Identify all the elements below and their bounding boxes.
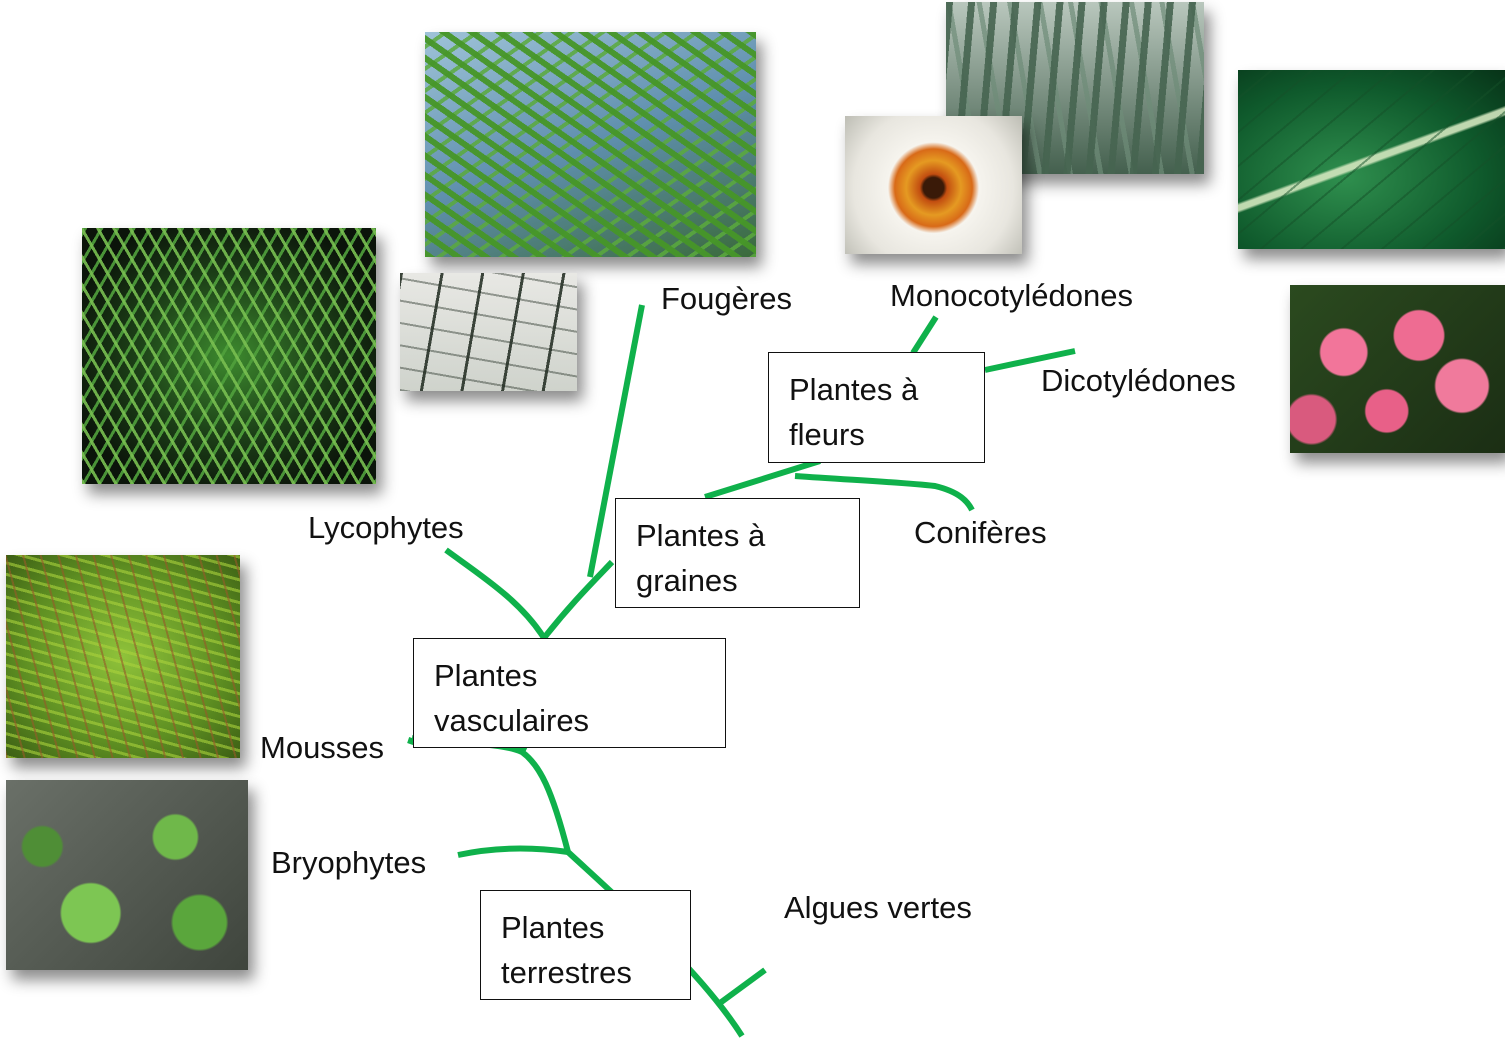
box-plantes-fleurs: Plantes à fleurs (768, 352, 985, 463)
box-line: terrestres (501, 950, 690, 995)
label-bryophytes: Bryophytes (271, 847, 426, 878)
box-plantes-graines: Plantes à graines (615, 498, 860, 608)
box-line: Plantes (434, 653, 725, 698)
box-plantes-vasculaires: Plantes vasculaires (413, 638, 726, 748)
label-algues-vertes: Algues vertes (784, 892, 972, 923)
box-line: Plantes (501, 905, 690, 950)
bryophyte-branch (458, 849, 568, 855)
label-lycophytes: Lycophytes (308, 512, 464, 543)
algae-branch (720, 970, 765, 1003)
monocot-branch (913, 317, 936, 353)
moss-branch (410, 738, 412, 744)
label-coniferes: Conifères (914, 517, 1047, 548)
box-plantes-terrestres: Plantes terrestres (480, 890, 691, 1000)
label-dicotyledones: Dicotylédones (1041, 365, 1236, 396)
box-line: fleurs (789, 412, 984, 457)
box-line: graines (636, 558, 859, 603)
box-line: vasculaires (434, 698, 725, 743)
label-fougeres: Fougères (661, 283, 792, 314)
label-monocotyledones: Monocotylédones (890, 280, 1133, 311)
lycophyte-branch (446, 550, 544, 638)
box-line: Plantes à (789, 367, 984, 412)
box-line: Plantes à (636, 513, 859, 558)
label-mousses: Mousses (260, 732, 384, 763)
seed-plant-branch (544, 562, 612, 638)
